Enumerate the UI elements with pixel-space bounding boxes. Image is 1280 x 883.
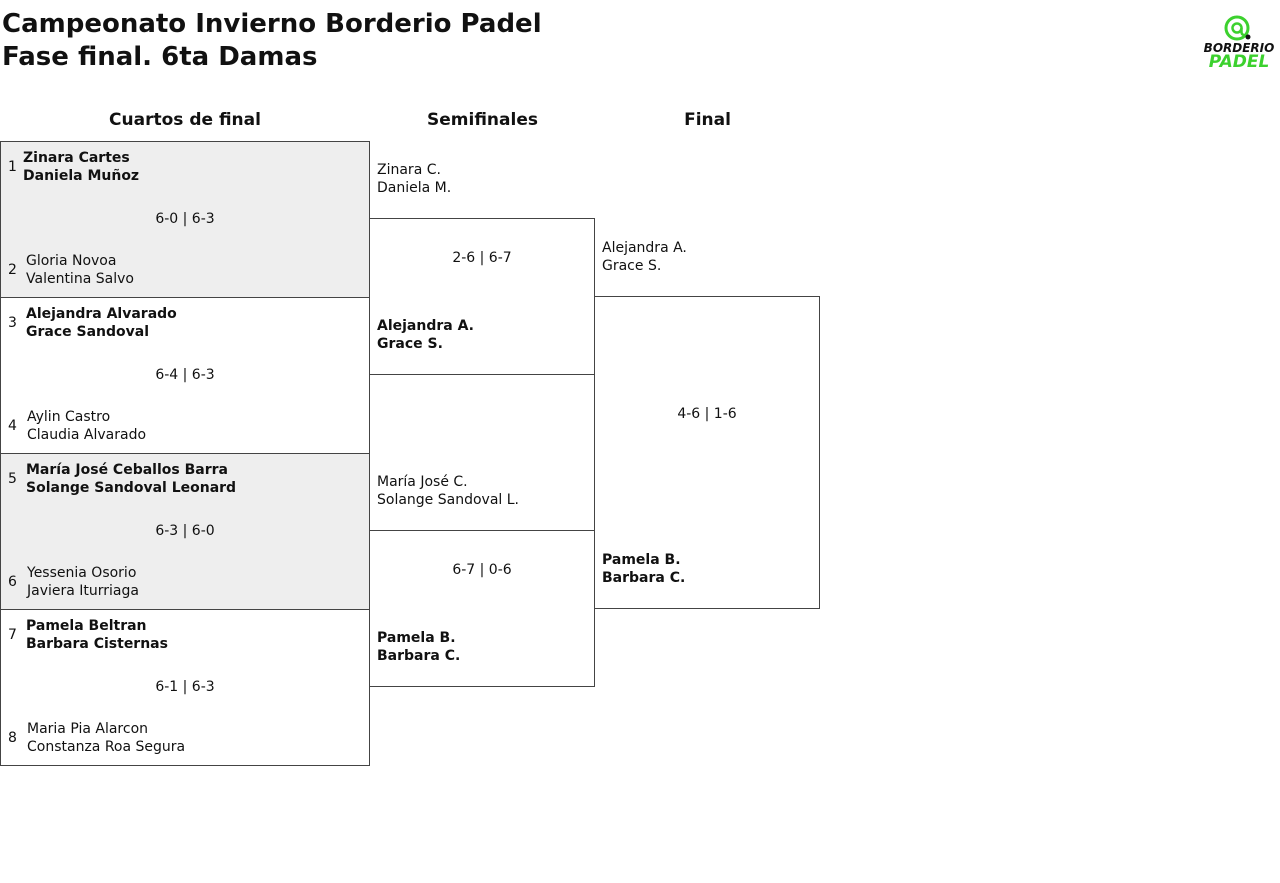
quarterfinal-match-1: 1 Zinara Cartes Daniela Muñoz 6-0 | 6-3 … (0, 141, 370, 298)
semifinal-1-score: 2-6 | 6-7 (452, 250, 512, 266)
player-name: Alejandra A. (602, 240, 687, 256)
player-name: Alejandra A. (377, 318, 475, 334)
semifinal-2-team-top: María José C. Solange Sandoval L. (377, 473, 519, 509)
semifinal-1-team-bottom: Alejandra A. Grace S. (377, 317, 474, 353)
round-header-quarterfinals: Cuartos de final (109, 110, 261, 130)
seed-number: 3 (8, 315, 17, 331)
player-name: Daniela Muñoz (23, 168, 140, 184)
player-name: Aylin Castro (27, 409, 111, 425)
player-name: Barbara Cisternas (26, 636, 168, 652)
seed-number: 1 (8, 159, 17, 175)
player-name: Barbara C. (377, 648, 461, 664)
player-name: Solange Sandoval Leonard (26, 480, 237, 496)
player-name: Constanza Roa Segura (27, 739, 186, 755)
team-top: María José Ceballos Barra Solange Sandov… (26, 461, 236, 497)
category-subtitle: Fase final. 6ta Damas (2, 42, 318, 72)
seed-number: 4 (8, 418, 17, 434)
player-name: Pamela B. (377, 630, 456, 646)
player-name: Javiera Iturriaga (27, 583, 139, 599)
final-team-bottom: Pamela B. Barbara C. (602, 551, 685, 587)
team-top: Alejandra Alvarado Grace Sandoval (26, 305, 177, 341)
quarterfinal-match-3: 5 María José Ceballos Barra Solange Sand… (0, 453, 370, 610)
player-name: Zinara Cartes (23, 150, 130, 166)
team-bottom: Gloria Novoa Valentina Salvo (26, 252, 134, 288)
player-name: Grace Sandoval (26, 324, 150, 340)
team-bottom: Maria Pia Alarcon Constanza Roa Segura (27, 720, 185, 756)
final-score: 4-6 | 1-6 (677, 406, 737, 422)
final-bracket (594, 296, 820, 609)
match-score: 6-0 | 6-3 (155, 211, 215, 227)
at-sign-ball-icon (1224, 15, 1251, 41)
team-bottom: Yessenia Osorio Javiera Iturriaga (27, 564, 139, 600)
semifinal-2-score: 6-7 | 0-6 (452, 562, 512, 578)
quarterfinal-match-2: 3 Alejandra Alvarado Grace Sandoval 6-4 … (0, 297, 370, 454)
team-bottom: Aylin Castro Claudia Alvarado (27, 408, 146, 444)
tournament-title: Campeonato Invierno Borderio Padel (2, 9, 542, 39)
team-top: Pamela Beltran Barbara Cisternas (26, 617, 168, 653)
player-name: Pamela B. (602, 552, 681, 568)
borderio-padel-logo: BORDERIO PADEL (1204, 15, 1275, 70)
player-name: María José C. (377, 474, 468, 490)
player-name: Pamela Beltran (26, 618, 147, 634)
seed-number: 2 (8, 262, 17, 278)
player-name: Yessenia Osorio (27, 565, 137, 581)
player-name: Solange Sandoval L. (377, 492, 519, 508)
semifinal-2-team-bottom: Pamela B. Barbara C. (377, 629, 460, 665)
player-name: Valentina Salvo (26, 271, 134, 287)
player-name: Alejandra Alvarado (26, 306, 177, 322)
player-name: Gloria Novoa (26, 253, 117, 269)
player-name: Grace S. (602, 258, 662, 274)
logo-word-borderio: BORDERIO (1204, 41, 1275, 55)
player-name: Maria Pia Alarcon (27, 721, 149, 737)
quarterfinal-match-4: 7 Pamela Beltran Barbara Cisternas 6-1 |… (0, 609, 370, 766)
player-name: Zinara C. (377, 162, 441, 178)
match-score: 6-4 | 6-3 (155, 367, 215, 383)
round-header-semifinals: Semifinales (427, 110, 538, 130)
seed-number: 7 (8, 627, 17, 643)
team-top: Zinara Cartes Daniela Muñoz (23, 149, 139, 185)
logo-word-padel: PADEL (1209, 52, 1270, 70)
seed-number: 6 (8, 574, 17, 590)
player-name: Daniela M. (377, 180, 452, 196)
round-header-final: Final (684, 110, 731, 130)
player-name: María José Ceballos Barra (26, 462, 228, 478)
player-name: Barbara C. (602, 570, 686, 586)
player-name: Grace S. (377, 336, 443, 352)
semifinal-1-team-top: Zinara C. Daniela M. (377, 161, 451, 197)
match-score: 6-3 | 6-0 (155, 523, 215, 539)
seed-number: 8 (8, 730, 17, 746)
player-name: Claudia Alvarado (27, 427, 147, 443)
final-team-top: Alejandra A. Grace S. (602, 239, 687, 275)
seed-number: 5 (8, 471, 17, 487)
match-score: 6-1 | 6-3 (155, 679, 215, 695)
